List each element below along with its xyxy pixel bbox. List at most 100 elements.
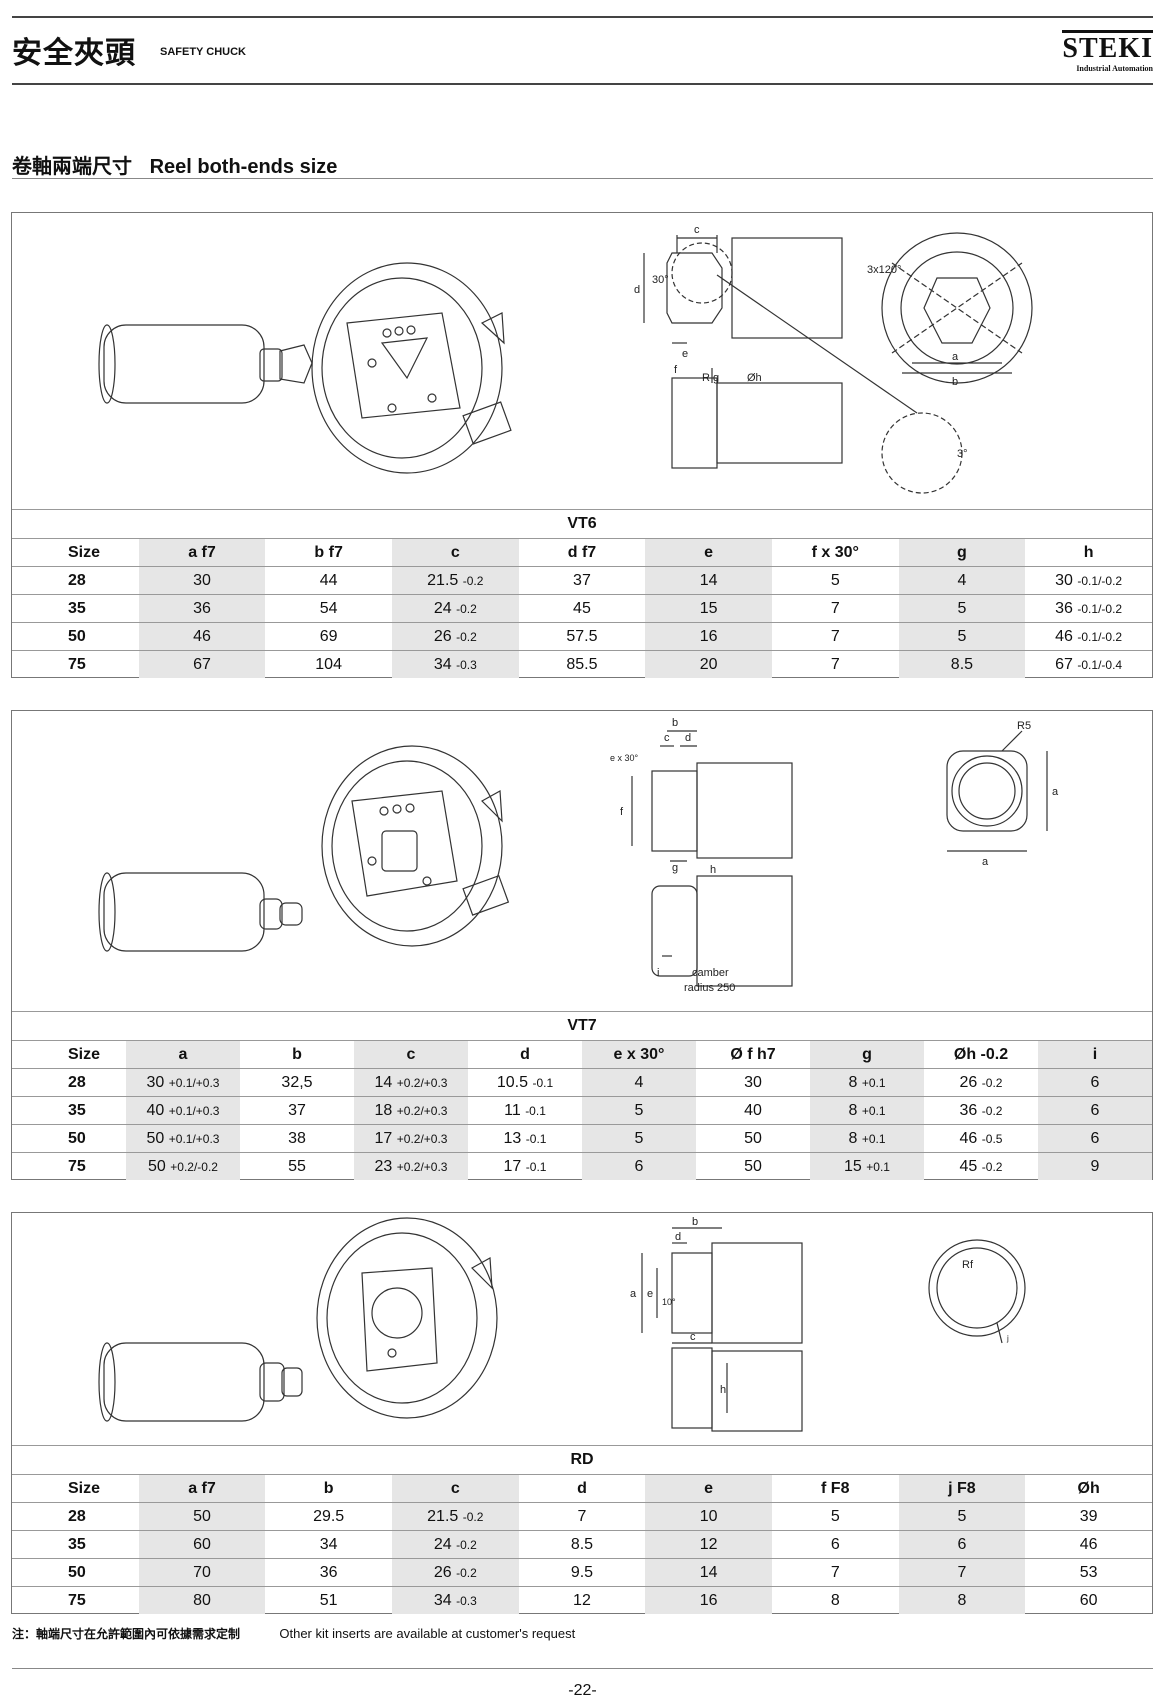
vt7-cell-tolerance: -0.1 xyxy=(525,1131,547,1146)
vt7-model-row: VT7 xyxy=(12,1011,1152,1041)
vt6-cell-value: 7 xyxy=(830,599,840,617)
vt7-table-cell: 38 xyxy=(240,1124,354,1153)
vt6-cell-value: 85.5 xyxy=(566,655,598,673)
page-number: -22- xyxy=(568,1682,597,1699)
vt7-header-cell: e x 30° xyxy=(582,1040,696,1069)
rd-cell-value: 35 xyxy=(68,1535,86,1553)
vt6-cell-tolerance: -0.3 xyxy=(456,657,477,672)
vt7-table-cell: 8 +0.1 xyxy=(810,1068,924,1097)
rd-table-cell: 10 xyxy=(645,1502,772,1531)
vt6-cell-value: 46 xyxy=(1055,627,1073,645)
rd-label-b: b xyxy=(692,1216,698,1228)
rd-table-cell: 9.5 xyxy=(518,1558,646,1587)
rd-table-cell: 60 xyxy=(1025,1586,1152,1614)
rd-cell-value: 80 xyxy=(193,1591,211,1609)
vt6-table-cell: 4 xyxy=(898,566,1026,595)
rd-cell-value: 34 xyxy=(319,1535,338,1553)
vt6-drawing: c 30° d e 3x120° a b f R g Øh 3° xyxy=(98,224,1033,494)
vt6-table-cell: 69 xyxy=(265,622,392,651)
vt7-table-cell: 55 xyxy=(240,1152,354,1180)
vt7-table-cell: 6 xyxy=(1038,1096,1152,1125)
vt6-table-cell: 46 xyxy=(138,622,266,651)
rd-label-j: j xyxy=(1006,1334,1009,1343)
vt7-header-cell: b xyxy=(240,1040,354,1069)
rd-table-cell: 53 xyxy=(1025,1558,1152,1587)
vt6-table-cell: 16 xyxy=(645,622,772,651)
page-subtitle: SAFETY CHUCK xyxy=(160,46,246,58)
vt7-table-cell: 6 xyxy=(1038,1068,1152,1097)
section-rule xyxy=(12,178,1153,179)
brand-name: STEKI xyxy=(1062,30,1153,64)
vt6-table-cell: 36 xyxy=(138,594,266,623)
rd-cell-value: 14 xyxy=(699,1563,718,1581)
rd-header-cell: d xyxy=(518,1474,646,1503)
vt7-cell-value: 5 xyxy=(634,1129,644,1147)
vt7-cell-value: 17 xyxy=(503,1157,522,1175)
rd-table-cell: 12 xyxy=(518,1586,646,1614)
vt6-label-e: e xyxy=(682,348,688,360)
vt6-table-cell: 45 xyxy=(518,594,646,623)
vt7-table-cell: 8 +0.1 xyxy=(810,1124,924,1153)
rd-cell-value: 16 xyxy=(699,1591,718,1609)
vt7-table-cell: 30 xyxy=(696,1068,810,1097)
rd-cell-value: 46 xyxy=(1079,1535,1098,1553)
vt7-cell-value: 50 xyxy=(148,1157,166,1175)
vt6-cell-value: 36 xyxy=(1055,599,1073,617)
vt6-cell-value: 5 xyxy=(830,571,840,589)
vt7-cell-tolerance: +0.2/+0.3 xyxy=(396,1131,448,1146)
vt6-label-rg: R g xyxy=(702,372,719,384)
vt6-table-cell: 44 xyxy=(265,566,392,595)
vt7-table-cell: 40 xyxy=(696,1096,810,1125)
rd-header-cell: j F8 xyxy=(898,1474,1026,1503)
vt7-cell-value: 11 xyxy=(504,1101,521,1119)
rd-table-cell: 26 -0.2 xyxy=(391,1558,519,1587)
vt6-cell-value: 57.5 xyxy=(566,627,598,645)
vt6-cell-value: 46 xyxy=(193,627,211,645)
vt7-cell-value: 50 xyxy=(744,1129,762,1147)
vt7-table-cell: 6 xyxy=(582,1152,696,1180)
vt6-table-cell: 20 xyxy=(645,650,772,678)
rd-label-a: a xyxy=(630,1288,637,1300)
rd-table-cell: 39 xyxy=(1025,1502,1152,1531)
rd-table-cell: 28 xyxy=(12,1502,139,1531)
vt7-cell-tolerance: +0.2/+0.3 xyxy=(396,1103,448,1118)
vt7-table-cell: 50 xyxy=(12,1124,126,1153)
vt7-cell-value: 50 xyxy=(68,1129,86,1147)
vt7-cell-tolerance: -0.2 xyxy=(981,1103,1003,1118)
vt6-cell-value: 75 xyxy=(68,655,86,673)
rd-cell-value: 9.5 xyxy=(570,1563,594,1581)
rd-chuck-illustration xyxy=(316,1217,498,1419)
vt6-cell-tolerance: -0.1/-0.2 xyxy=(1077,573,1123,588)
vt7-chuck-illustration xyxy=(321,745,510,947)
vt7-label-d: d xyxy=(685,732,691,744)
vt7-end-view-drawing xyxy=(946,730,1048,852)
vt7-cell-value: 15 xyxy=(844,1157,862,1175)
vt6-cell-value: 15 xyxy=(699,599,718,617)
vt7-label-a-side: a xyxy=(1052,786,1059,798)
vt6-table-cell: 7 xyxy=(771,594,899,623)
vt7-table-cell: 30 +0.1/+0.3 xyxy=(126,1068,240,1097)
vt7-table-cell: 75 xyxy=(12,1152,126,1180)
vt6-table-cell: 28 xyxy=(12,566,139,595)
vt7-cell-value: 30 xyxy=(146,1073,165,1091)
rd-table-cell: 75 xyxy=(12,1586,139,1614)
rd-drawing: b d a e 10° c h Rf j xyxy=(98,1216,1026,1432)
vt7-label-f: f xyxy=(620,806,624,818)
panel-vt7: b c d e x 30° f g h R5 a a i camber radi… xyxy=(11,710,1153,1180)
vt7-label-c: c xyxy=(664,732,670,744)
rd-cell-value: 12 xyxy=(699,1535,718,1553)
rd-table-cell: 5 xyxy=(771,1502,899,1531)
rd-cell-value: 7 xyxy=(830,1563,840,1581)
vt6-cell-value: 67 xyxy=(1055,655,1073,673)
rd-label-rf: Rf xyxy=(962,1259,974,1271)
rd-cell-value: 29.5 xyxy=(313,1507,345,1525)
rd-label-c: c xyxy=(690,1331,696,1343)
vt6-table-cell: 21.5 -0.2 xyxy=(391,566,519,595)
vt7-cell-tolerance: +0.2/+0.3 xyxy=(396,1075,448,1090)
rd-cell-value: 51 xyxy=(319,1591,338,1609)
vt6-cell-value: 36 xyxy=(193,599,211,617)
vt6-header-cell: e xyxy=(645,538,772,567)
